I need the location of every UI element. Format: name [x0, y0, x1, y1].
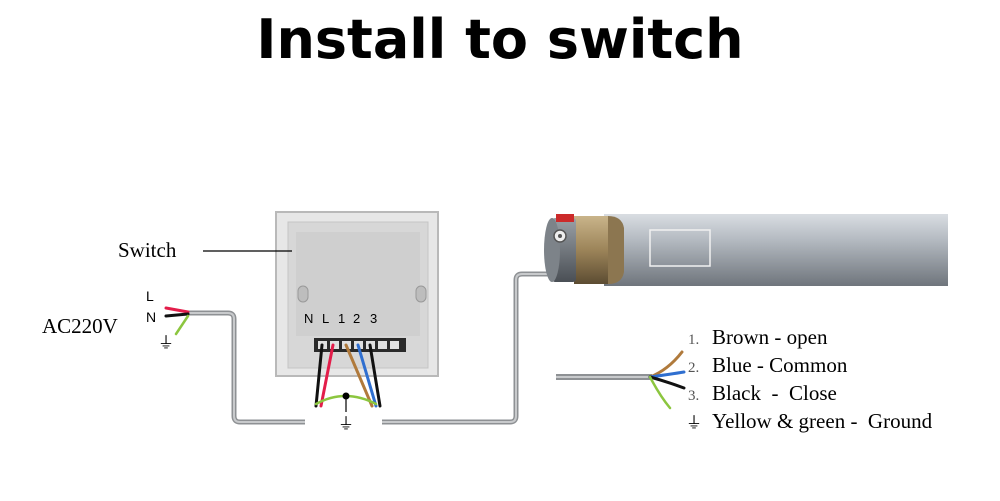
legend-text-4: Yellow & green - Ground	[712, 409, 933, 433]
legend-num-3: 3.	[688, 388, 699, 404]
page-title: Install to switch	[256, 8, 744, 71]
power-ground-icon: ⏚	[158, 333, 174, 352]
terminal-label-n: N	[304, 311, 313, 326]
switch-wires	[314, 343, 382, 408]
line-label: L	[146, 288, 154, 304]
legend-text-2: Blue - Common	[712, 353, 848, 377]
terminal-label-2: 2	[353, 311, 360, 326]
switch-label: Switch	[118, 238, 177, 262]
motor-lead-wires	[648, 350, 686, 410]
terminal-label-l: L	[322, 311, 329, 326]
legend-text-3: Black - Close	[712, 381, 837, 405]
neutral-label: N	[146, 309, 156, 325]
terminal-label-1: 1	[338, 311, 345, 326]
legend-text-1: Brown - open	[712, 325, 828, 349]
switch-box	[275, 211, 439, 377]
switch-ground-icon: ⏚	[338, 414, 354, 433]
legend-ground-icon: ⏚	[686, 413, 702, 432]
tubular-motor	[544, 214, 948, 286]
power-wires	[164, 306, 190, 336]
terminal-label-3: 3	[370, 311, 377, 326]
power-label: AC220V	[42, 314, 118, 338]
legend-num-2: 2.	[688, 360, 699, 376]
wire-legend: 1. Brown - open 2. Blue - Common 3. Blac…	[686, 325, 933, 433]
legend-num-1: 1.	[688, 332, 699, 348]
